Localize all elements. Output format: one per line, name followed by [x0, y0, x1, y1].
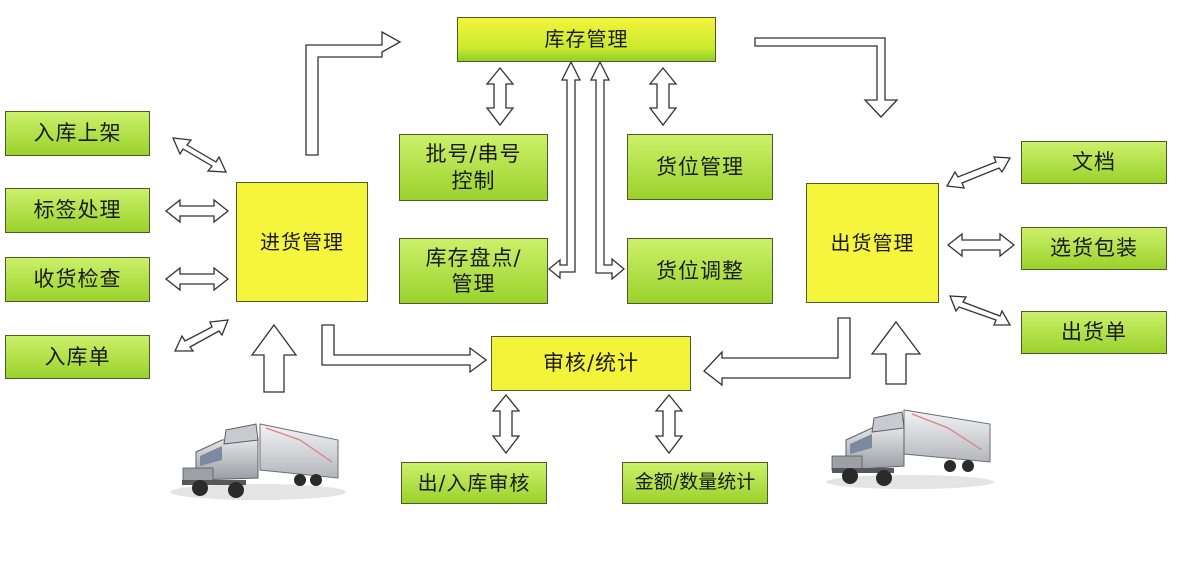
batch-serial-control-box: 批号/串号 控制 [399, 134, 548, 201]
arrow-truck-left-up [250, 323, 298, 393]
arrow-truck-right-up [870, 320, 922, 385]
arrow-inventory-stocktake [547, 60, 582, 280]
amount-quantity-stats-box: 金额/数量统计 [622, 462, 768, 504]
outbound-management-box: 出货管理 [806, 183, 939, 303]
arrow-inventory-to-outbound [754, 37, 899, 118]
arrow-inventory-adjust [589, 60, 626, 281]
arrow-inbound-order-inbound [173, 319, 230, 352]
arrow-audit-amount [654, 393, 684, 455]
truck-right-illustration [826, 409, 994, 489]
audit-statistics-box: 审核/统计 [491, 336, 691, 391]
arrow-outbound-picking [946, 232, 1016, 258]
arrow-receiving-inbound [164, 266, 230, 292]
inout-audit-box: 出/入库审核 [401, 462, 547, 504]
stocktake-management-box: 库存盘点/ 管理 [399, 238, 548, 304]
arrow-outbound-to-audit [703, 317, 851, 387]
arrow-inbound-to-inventory [305, 30, 402, 156]
outbound-order-box: 出货单 [1021, 311, 1167, 354]
putaway-box: 入库上架 [5, 111, 150, 156]
label-processing-box: 标签处理 [5, 188, 150, 233]
arrow-inventory-location [648, 66, 678, 127]
arrow-putaway-inbound [171, 137, 228, 173]
arrow-outbound-documents [945, 156, 1012, 189]
arrow-label-inbound [164, 198, 230, 224]
inbound-order-box: 入库单 [5, 335, 150, 379]
arrow-outbound-order [949, 295, 1012, 326]
arrow-audit-inout [491, 393, 521, 455]
documents-box: 文档 [1021, 141, 1167, 184]
truck-left-illustration [170, 423, 346, 500]
arrow-inbound-to-audit [321, 324, 488, 374]
location-management-box: 货位管理 [627, 134, 773, 200]
inventory-management-box: 库存管理 [457, 17, 716, 62]
arrow-inventory-batch [485, 66, 515, 127]
picking-packing-box: 选货包装 [1021, 227, 1167, 270]
location-adjustment-box: 货位调整 [627, 238, 773, 304]
receiving-check-box: 收货检查 [5, 257, 150, 302]
inbound-management-box: 进货管理 [236, 182, 368, 302]
